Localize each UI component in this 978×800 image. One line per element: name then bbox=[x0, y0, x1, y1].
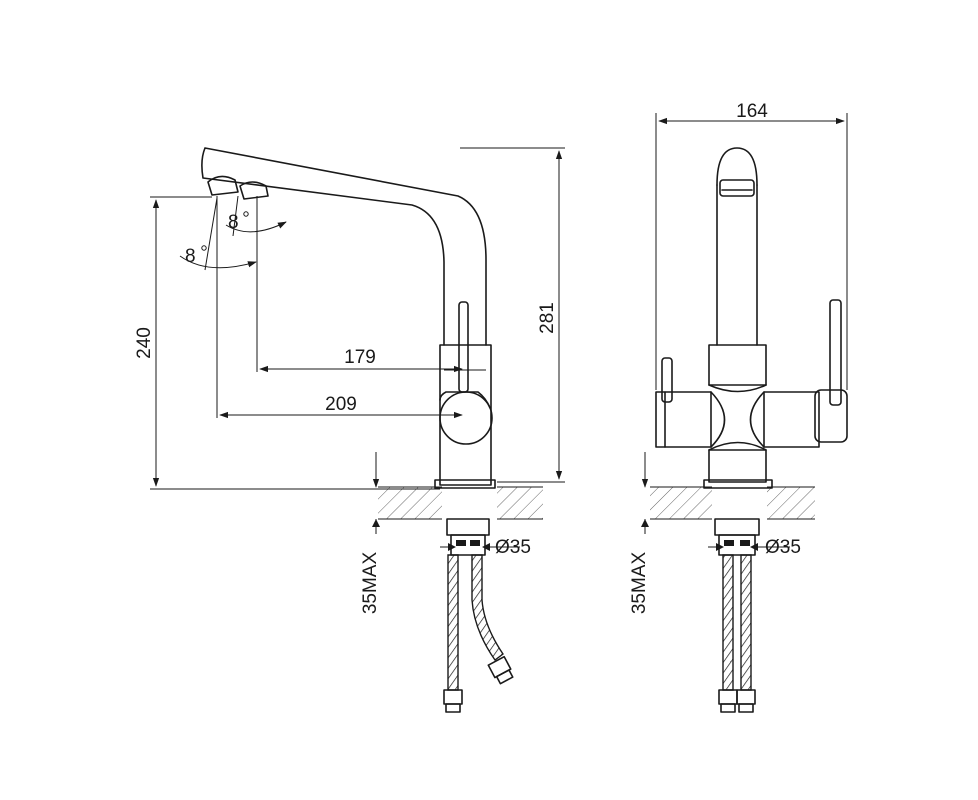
dim-240: 240 bbox=[134, 196, 440, 490]
dim-label-35max-front: 35MAX bbox=[629, 552, 650, 615]
front-body bbox=[655, 344, 848, 489]
dim-179: 179 bbox=[256, 196, 463, 373]
dim-35max-side: 35MAX bbox=[360, 452, 381, 614]
side-handle-knob bbox=[439, 391, 493, 445]
angle-label-lower: 8 bbox=[185, 246, 196, 267]
dim-35max-front: 35MAX bbox=[629, 452, 650, 614]
dim-label-35max-side: 35MAX bbox=[360, 552, 381, 615]
front-lever-right-icon bbox=[829, 299, 842, 406]
side-aerator-icon bbox=[207, 175, 269, 200]
side-view: 240 281 179 209 8 bbox=[134, 147, 565, 713]
dim-label-209: 209 bbox=[325, 394, 357, 415]
front-spout bbox=[716, 147, 758, 346]
side-body bbox=[434, 344, 496, 489]
angle-8-lower: 8 bbox=[179, 197, 257, 271]
side-countertop bbox=[378, 485, 543, 521]
angle-8-upper: 8 bbox=[225, 195, 287, 237]
dim-281: 281 bbox=[460, 147, 565, 483]
front-shank bbox=[714, 518, 760, 556]
dim-label-diameter-front: Ø35 bbox=[765, 537, 801, 558]
side-lever-icon bbox=[458, 301, 469, 393]
front-hose-left bbox=[718, 554, 738, 713]
dim-diameter-front: Ø35 bbox=[708, 537, 801, 558]
dim-label-240: 240 bbox=[134, 327, 155, 359]
front-lever-left-icon bbox=[661, 357, 673, 403]
dim-diameter-side: Ø35 bbox=[440, 537, 531, 558]
side-hose-left bbox=[443, 554, 463, 713]
dim-209: 209 bbox=[216, 196, 463, 419]
front-view: 164 Ø35 35MAX bbox=[629, 101, 848, 713]
side-spout bbox=[201, 147, 487, 346]
dim-label-281: 281 bbox=[537, 302, 558, 334]
dim-label-179: 179 bbox=[344, 347, 376, 368]
side-hose-right bbox=[471, 554, 514, 685]
side-shank bbox=[446, 518, 490, 556]
front-hose-right bbox=[736, 554, 756, 713]
dim-164: 164 bbox=[655, 101, 848, 390]
front-countertop bbox=[650, 485, 815, 521]
dim-label-diameter-side: Ø35 bbox=[495, 537, 531, 558]
dim-label-164: 164 bbox=[736, 101, 768, 122]
angle-label-upper: 8 bbox=[228, 212, 239, 233]
